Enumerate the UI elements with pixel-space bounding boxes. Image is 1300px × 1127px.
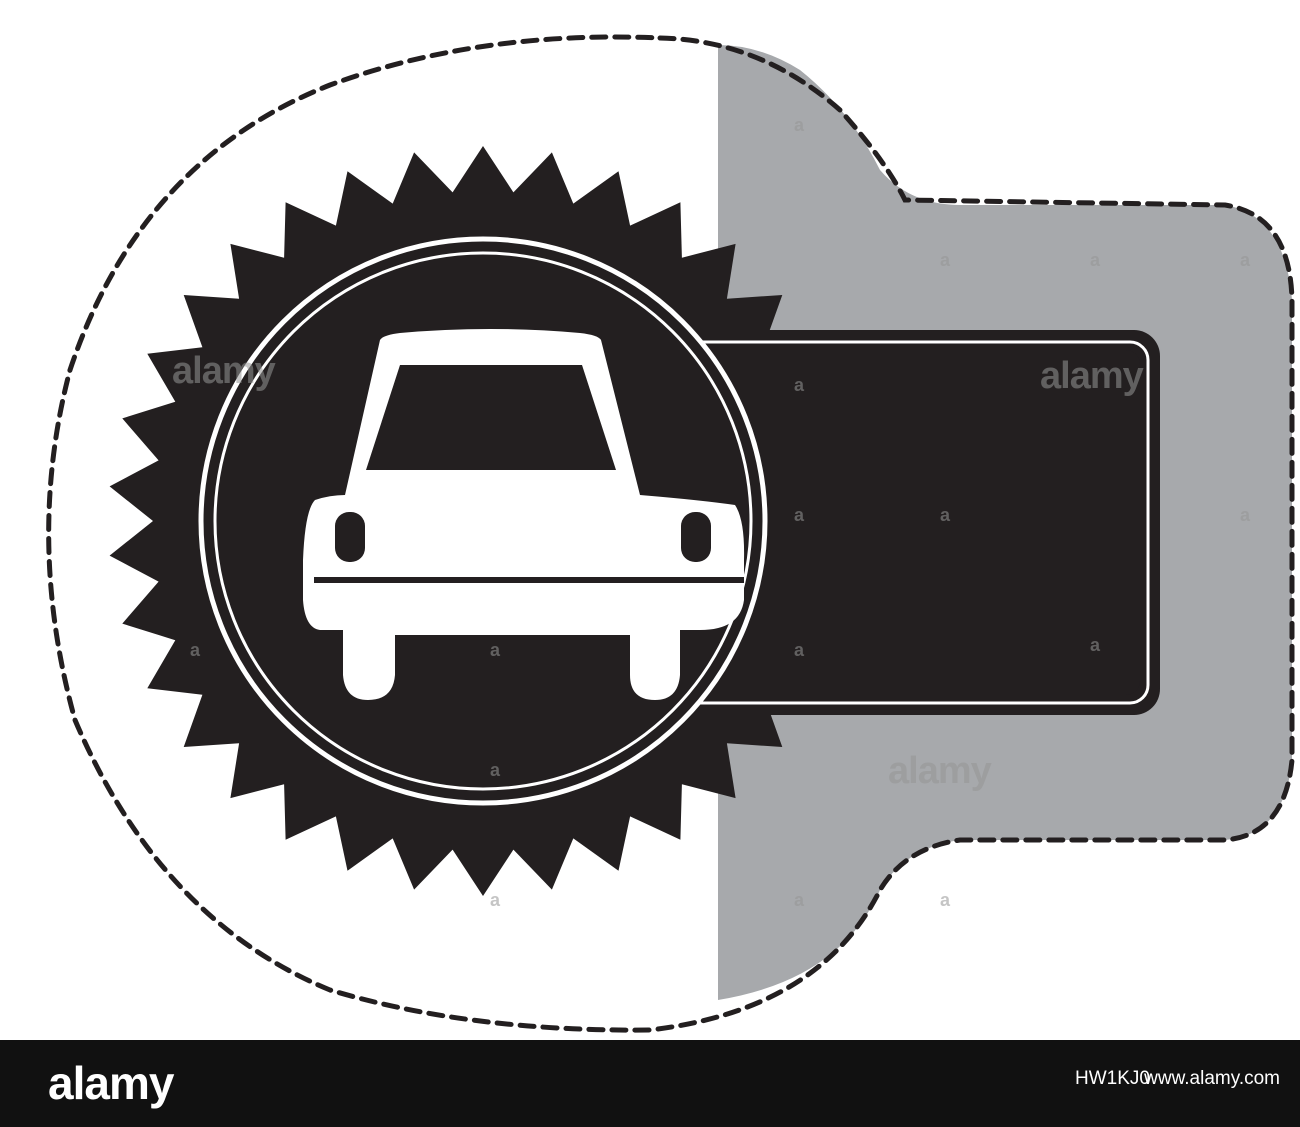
car-front-icon [303,329,745,700]
sticker-illustration [46,34,1295,1033]
image-id: HW1KJ0 [1075,1068,1150,1089]
footer-bar: alamy HW1KJ0 www.alamy.com [0,1040,1300,1127]
footer-logo[interactable]: alamy [48,1057,174,1109]
sticker-outline [46,34,1295,1033]
site-url[interactable]: www.alamy.com [1144,1068,1280,1089]
